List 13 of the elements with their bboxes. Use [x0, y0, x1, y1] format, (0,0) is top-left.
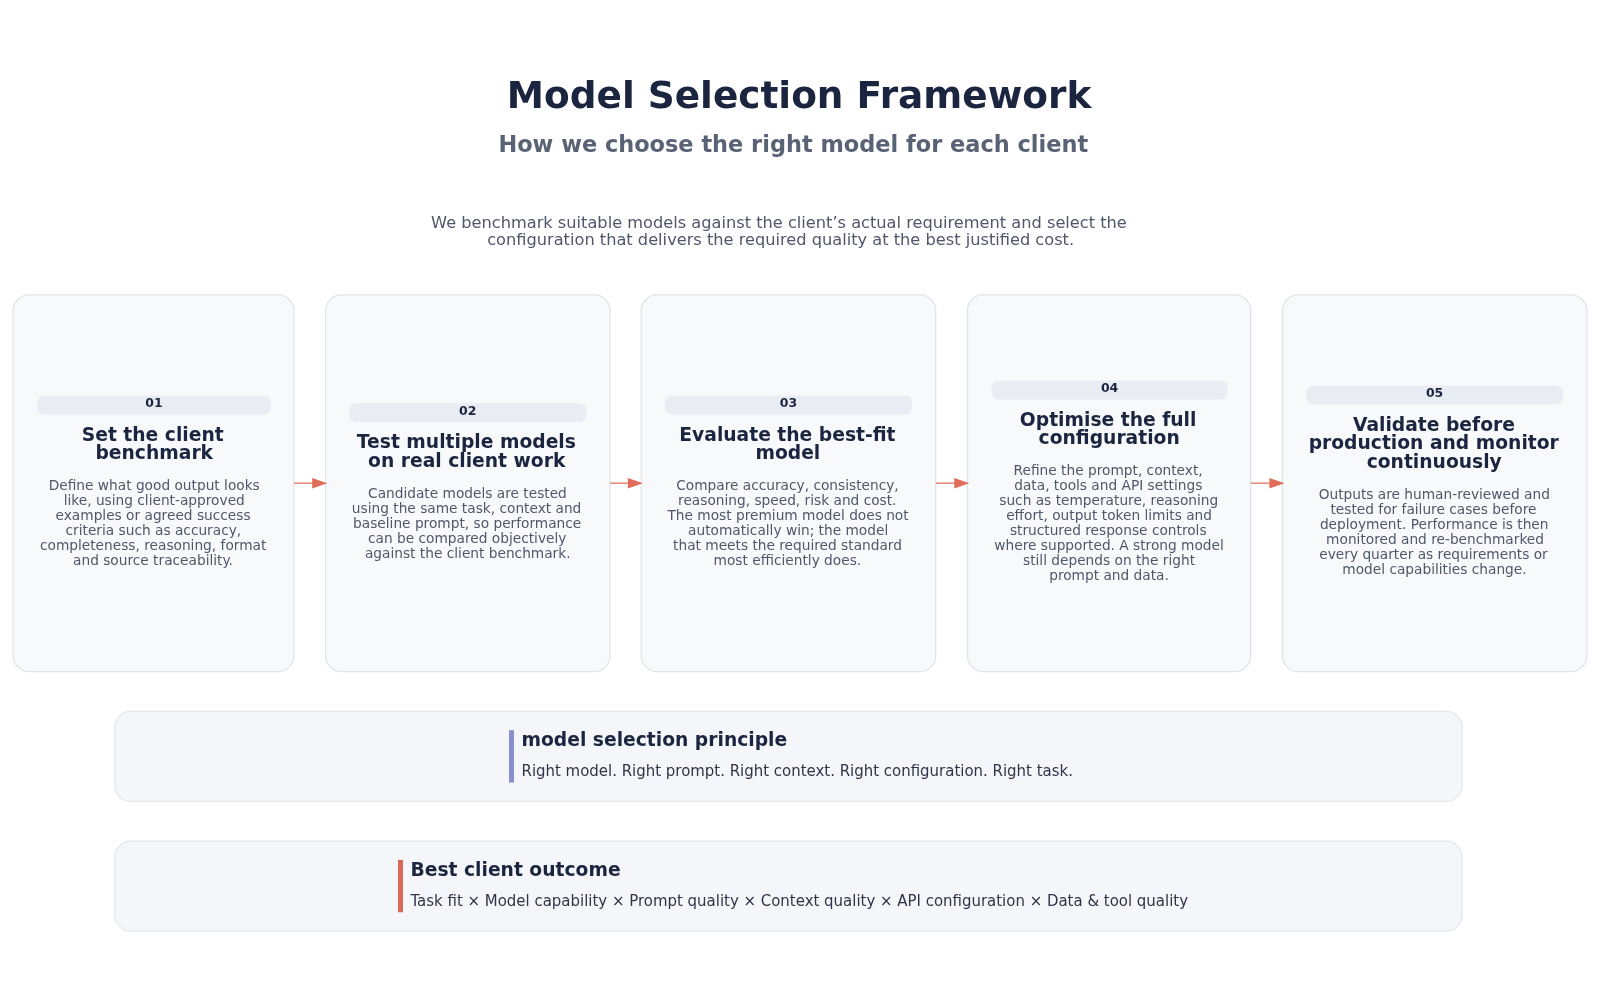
node-box: 03 Evaluate the best-fit model Compare accuracy, consistency, reasoning, speed, risk and cost. The most premium model does not automatically win; the model that meets the required standard most efficiently does.: [640, 293, 937, 672]
arrow: [293, 477, 328, 488]
node-box: 02 Test multiple models on real client work Candidate models are tested using the same task, context and baseline prompt, so performance can be compared objectively against the client benchmark.: [325, 293, 611, 672]
node-box: 05 Validate before production and monitor continuously Outputs are human-reviewed and tested for failure cases before deployment. Performance is then monitored and re-benchmarked every quarter as requirements or model capabilities change.: [1281, 293, 1588, 672]
label: How we choose the right model for each client: [498, 130, 1089, 157]
node-box: model selection principle Right model. Right prompt. Right context. Right configuration. Right task.: [114, 710, 1463, 802]
diagram-title: Model Selection Framework: [506, 72, 1092, 117]
arrow: [935, 477, 970, 488]
node-box: 04 Optimise the full configuration Refine the prompt, context, data, tools and API settings such as temperature, reasoning effort, output token limits and structured response controls where supported. A strong model still depends on the right prompt and data.: [966, 293, 1252, 672]
node-box: Best client outcome Task fit × Model capability × Prompt quality × Context quality × API configuration × Data & tool quality: [114, 840, 1463, 932]
arrow: [1250, 477, 1285, 488]
label: We benchmark suitable models against the client’s actual requirement and select the configuration that delivers the required quality at the best justified cost.: [431, 212, 1127, 249]
node-box: 01 Set the client benchmark Define what good output looks like, using client-approved examples or agreed success criteria such as accuracy, completeness, reasoning, format and source traceability.: [12, 293, 295, 672]
